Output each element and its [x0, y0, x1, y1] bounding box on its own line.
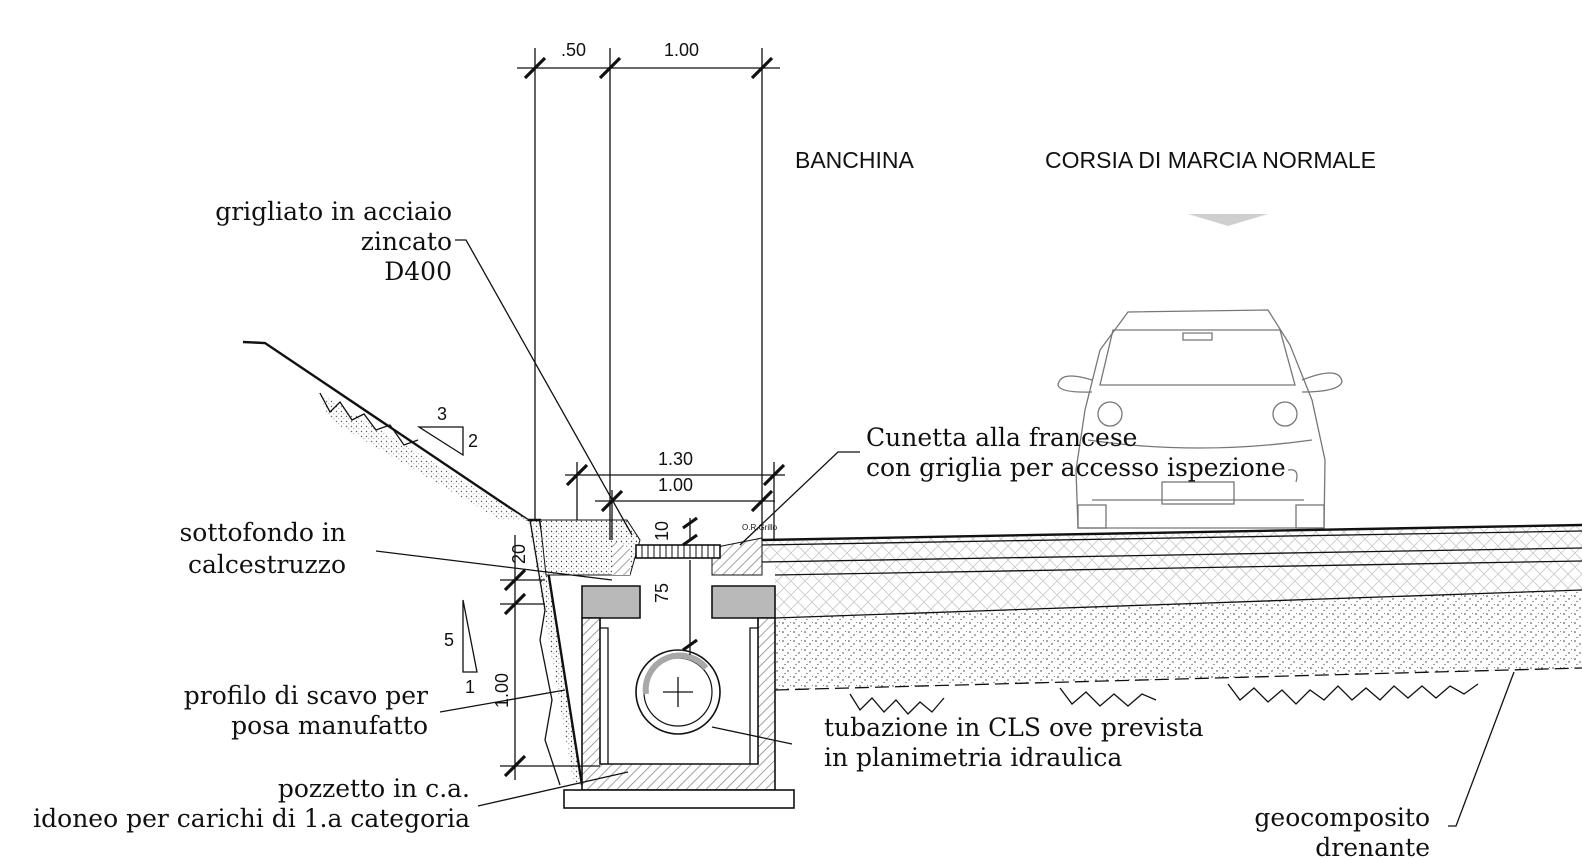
svg-text:Cunetta alla francese: Cunetta alla francese — [866, 423, 1137, 452]
dim-75: 75 — [652, 583, 672, 603]
car-rear-view-icon — [1057, 309, 1343, 529]
dim-100-top: 1.00 — [664, 40, 699, 60]
svg-text:tubazione in CLS ove prevista: tubazione in CLS ove prevista — [824, 713, 1204, 742]
svg-text:geocomposito: geocomposito — [1254, 803, 1430, 832]
concrete-pipe — [635, 649, 721, 735]
slope-5-label: 5 — [444, 630, 454, 650]
embankment-slope-symbol: 3 2 — [416, 404, 478, 457]
dim-130: 1.30 — [658, 449, 693, 469]
steel-grate — [635, 544, 721, 559]
dim-10: 10 — [652, 521, 672, 541]
slope-run-label: 3 — [437, 404, 447, 424]
svg-text:profilo di scavo per: profilo di scavo per — [184, 681, 428, 710]
embankment-slope — [242, 340, 529, 521]
dim-20: 20 — [509, 544, 529, 564]
svg-text:D400: D400 — [384, 257, 452, 286]
slope-1-label: 1 — [465, 677, 475, 697]
label-subbase: sottofondo in calcestruzzo — [179, 518, 346, 579]
label-manhole: pozzetto in c.a. idoneo per carichi di 1… — [33, 774, 470, 833]
label-geocomposite: geocomposito drenante — [1254, 803, 1430, 859]
small-tag: O.R.Grillo — [742, 523, 778, 532]
slope-rise-label: 2 — [468, 431, 478, 451]
dimension-lines — [500, 48, 786, 780]
svg-text:con griglia per accesso ispezi: con griglia per accesso ispezione — [866, 453, 1286, 482]
svg-text:pozzetto in c.a.: pozzetto in c.a. — [278, 774, 470, 803]
traffic-direction-arrow-icon — [1188, 214, 1268, 226]
manhole-chamber — [563, 585, 795, 809]
concrete-subbase — [539, 519, 763, 576]
svg-text:zincato: zincato — [361, 227, 452, 256]
leader-lines — [375, 239, 1515, 827]
label-pipe: tubazione in CLS ove prevista in planime… — [824, 713, 1204, 772]
svg-text:drenante: drenante — [1315, 833, 1430, 859]
svg-text:posa manufatto: posa manufatto — [231, 711, 428, 740]
header-banchina: BANCHINA — [795, 147, 915, 173]
svg-text:sottofondo in: sottofondo in — [179, 518, 346, 547]
excavation-slope-symbol: 5 1 — [444, 599, 478, 697]
subgrade-texture — [849, 683, 1479, 715]
svg-text:in planimetria idraulica: in planimetria idraulica — [824, 743, 1122, 772]
header-corsia: CORSIA DI MARCIA NORMALE — [1045, 147, 1376, 173]
dim-100-left: 1.00 — [492, 673, 512, 708]
dim-100-mid: 1.00 — [658, 475, 693, 495]
svg-text:grigliato in acciaio: grigliato in acciaio — [215, 197, 452, 226]
label-excavation: profilo di scavo per posa manufatto — [184, 681, 428, 740]
svg-text:idoneo per carichi di 1.a cate: idoneo per carichi di 1.a categoria — [33, 804, 470, 833]
label-gutter: Cunetta alla francese con griglia per ac… — [866, 423, 1286, 482]
label-grate: grigliato in acciaio zincato D400 — [215, 197, 452, 286]
dim-050: .50 — [561, 40, 586, 60]
svg-text:calcestruzzo: calcestruzzo — [188, 550, 346, 579]
road-pavement — [761, 523, 1582, 715]
